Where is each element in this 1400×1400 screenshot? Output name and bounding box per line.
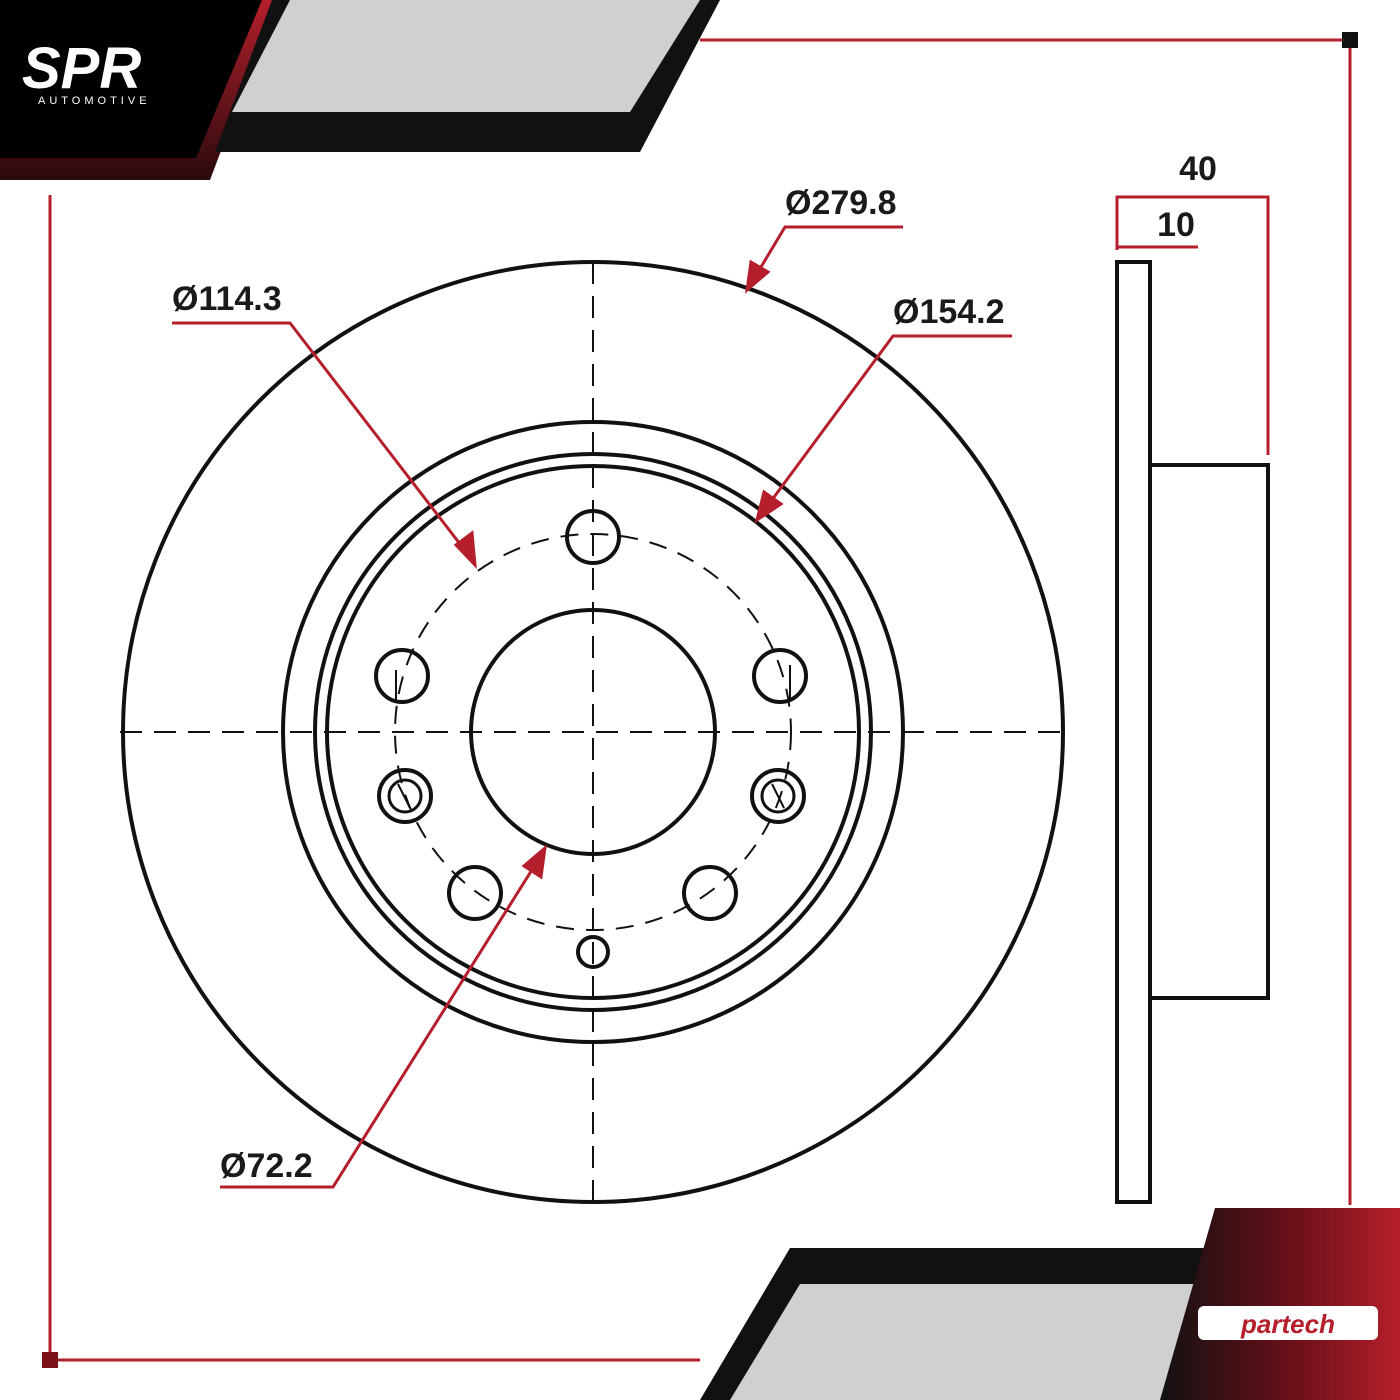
dimension-labels: Ø279.8 Ø114.3 Ø154.2 Ø72.2 bbox=[172, 184, 1005, 1185]
frame-corner-marker bbox=[1342, 32, 1358, 48]
threaded-hole-inner bbox=[760, 778, 796, 814]
total-height-label: 40 bbox=[1179, 150, 1217, 188]
frame-corner-marker bbox=[42, 1352, 58, 1368]
threaded-hole-outer bbox=[750, 768, 806, 824]
disc-thickness-label: 10 bbox=[1157, 206, 1195, 244]
lug-hole bbox=[565, 509, 621, 565]
frame-lines bbox=[48, 38, 1352, 1362]
dimension-leaders bbox=[172, 225, 1012, 1189]
side-dimension-lines bbox=[1115, 195, 1270, 455]
top-banner: SPR AUTOMOTIVE bbox=[0, 0, 720, 180]
hat-diameter-label: Ø154.2 bbox=[893, 293, 1005, 331]
partech-logo: partech bbox=[1198, 1306, 1378, 1340]
side-dimension-labels: 40 10 bbox=[1157, 150, 1217, 244]
disc-side-view bbox=[1115, 260, 1270, 1204]
svg-text:AUTOMOTIVE: AUTOMOTIVE bbox=[38, 95, 151, 107]
bolt-circle-label: Ø114.3 bbox=[172, 280, 282, 318]
bolt-circle bbox=[394, 533, 792, 931]
lug-hole bbox=[752, 648, 808, 704]
disc-front-view bbox=[120, 260, 1066, 1204]
svg-text:partech: partech bbox=[1240, 1309, 1335, 1339]
svg-text:SPR: SPR bbox=[22, 36, 141, 101]
lug-hole bbox=[374, 648, 430, 704]
outer-diameter-label: Ø279.8 bbox=[785, 184, 897, 222]
lug-hole bbox=[447, 865, 503, 921]
center-bore-label: Ø72.2 bbox=[220, 1147, 313, 1185]
hat-profile bbox=[1150, 463, 1270, 1000]
lug-hole bbox=[682, 865, 738, 921]
threaded-hole-outer bbox=[377, 768, 433, 824]
bottom-banner: partech bbox=[700, 1208, 1400, 1400]
disc-thickness-profile bbox=[1115, 260, 1152, 1204]
threaded-hole-inner bbox=[387, 778, 423, 814]
spr-logo: SPR AUTOMOTIVE bbox=[22, 36, 151, 107]
locating-hole bbox=[576, 935, 610, 969]
